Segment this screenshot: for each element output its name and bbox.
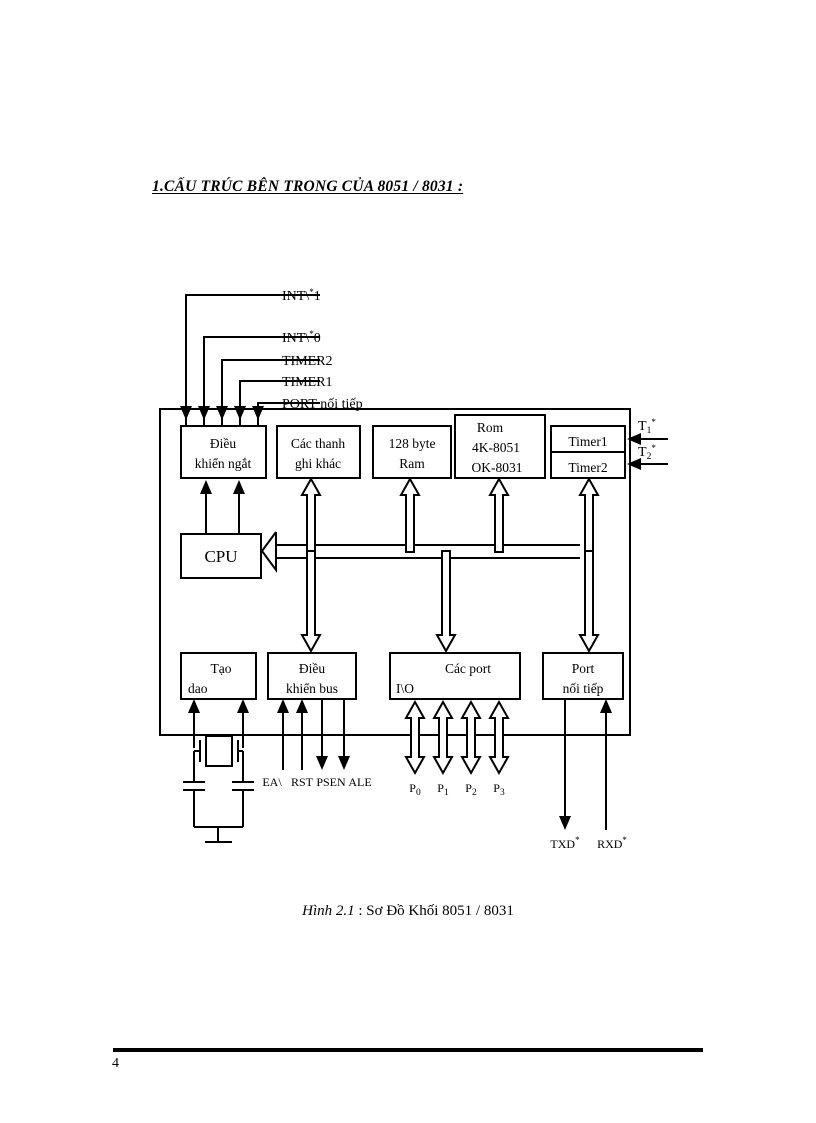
port-arrow-p3 (488, 699, 510, 776)
block-ram (372, 425, 452, 479)
crystal-body (205, 735, 233, 767)
wire-int1 (185, 294, 320, 425)
label-timer1-in: TIMER1 (282, 375, 333, 390)
block-rom-line2: 4K-8051 (472, 440, 520, 455)
block-ram-line2: Ram (399, 456, 425, 471)
block-other-registers-line2: ghi khác (295, 456, 341, 471)
port-arrow-p1 (432, 699, 454, 776)
block-serial-port-line1: Port (572, 661, 595, 676)
arrowhead-t1 (627, 433, 641, 445)
arrowhead-osc-right (237, 699, 249, 713)
label-p3: P3 (493, 781, 505, 798)
block-rom-line1: Rom (477, 420, 504, 435)
label-p1: P1 (437, 781, 449, 798)
label-int1: INT\*1 (282, 287, 321, 304)
bus-arrow-to-timers (578, 476, 600, 553)
arrowhead-txd (559, 816, 571, 830)
arrowhead-t2 (627, 458, 641, 470)
port-arrow-p0 (404, 699, 426, 776)
block-cpu-label: CPU (204, 547, 237, 566)
label-psen: PSEN (316, 775, 346, 789)
block-ram-line1: 128 byte (389, 436, 436, 451)
arrowhead-rst (296, 699, 308, 713)
label-rxd: RXD* (597, 835, 627, 851)
label-txd: TXD* (550, 835, 580, 851)
block-serial-port (542, 652, 624, 700)
block-oscillator-line1: Tạo (211, 661, 232, 676)
block-timer1-label: Timer1 (568, 434, 607, 449)
figure-caption: Hình 2.1 : Sơ Đồ Khối 8051 / 8031 (0, 903, 816, 920)
chip-boundary (159, 408, 631, 736)
block-bus-control-line2: khiển bus (286, 681, 338, 696)
bus-arrow-to-other-registers (300, 476, 322, 553)
block-serial-port-line2: nối tiếp (563, 681, 604, 696)
block-interrupt-control-line1: Điều (210, 436, 236, 451)
wire-int0 (203, 336, 320, 425)
block-io-ports-line2: I\O (396, 681, 414, 696)
block-oscillator-line2: dao (188, 681, 208, 696)
label-t1: T1* (638, 417, 656, 436)
block-diagram-8051: INT\*1 INT\*0 TIMER2 TIMER1 PORT nối tiế… (159, 287, 668, 851)
label-rst: RST (291, 775, 314, 789)
footer-rule (113, 1048, 703, 1052)
page-number: 4 (112, 1056, 119, 1071)
block-other-registers-line1: Các thanh (291, 436, 346, 451)
block-bus-control-line1: Điều (299, 661, 325, 676)
bus-arrow-to-bus-control (300, 550, 322, 654)
section-heading: 1.CẤU TRÚC BÊN TRONG CỦA 8051 / 8031 : (152, 178, 464, 195)
figure-caption-number: Hình 2.1 (302, 903, 355, 919)
block-interrupt-control (180, 425, 267, 479)
block-oscillator (180, 652, 257, 700)
label-t2: T2* (638, 443, 656, 462)
block-rom (454, 414, 546, 479)
arrowhead-osc-left (188, 699, 200, 713)
label-timer2-in: TIMER2 (282, 354, 333, 369)
block-cpu (180, 533, 262, 579)
bus-arrow-to-io-ports (435, 550, 457, 654)
label-p2: P2 (465, 781, 477, 798)
port-arrow-p2 (460, 699, 482, 776)
wire-timer2-in (221, 359, 320, 425)
label-ea: EA\ (262, 775, 282, 789)
bus-arrow-to-ram (399, 476, 421, 553)
figure-caption-text: : Sơ Đồ Khối 8051 / 8031 (354, 903, 514, 919)
block-timer2-label: Timer2 (568, 460, 607, 475)
arrowhead-ale (338, 756, 350, 770)
block-interrupt-control-line2: khiển ngắt (195, 456, 252, 471)
label-ale: ALE (348, 775, 371, 789)
block-io-ports-line1: Các port (445, 661, 491, 676)
arrowhead-cpu-to-interrupt-a (200, 480, 212, 494)
bus-arrow-to-rom (488, 476, 510, 553)
arrowhead-ea (277, 699, 289, 713)
bus-arrowhead-cpu (260, 531, 277, 574)
label-int0: INT\*0 (282, 329, 321, 346)
block-other-registers (276, 425, 361, 479)
block-io-ports (389, 652, 521, 700)
arrowhead-rxd (600, 699, 612, 713)
arrowhead-cpu-to-interrupt-b (233, 480, 245, 494)
label-p0: P0 (409, 781, 421, 798)
arrowhead-psen (316, 756, 328, 770)
block-rom-line3: OK-8031 (472, 460, 523, 475)
block-bus-control (267, 652, 357, 700)
bus-arrow-to-serial-port (578, 550, 600, 654)
